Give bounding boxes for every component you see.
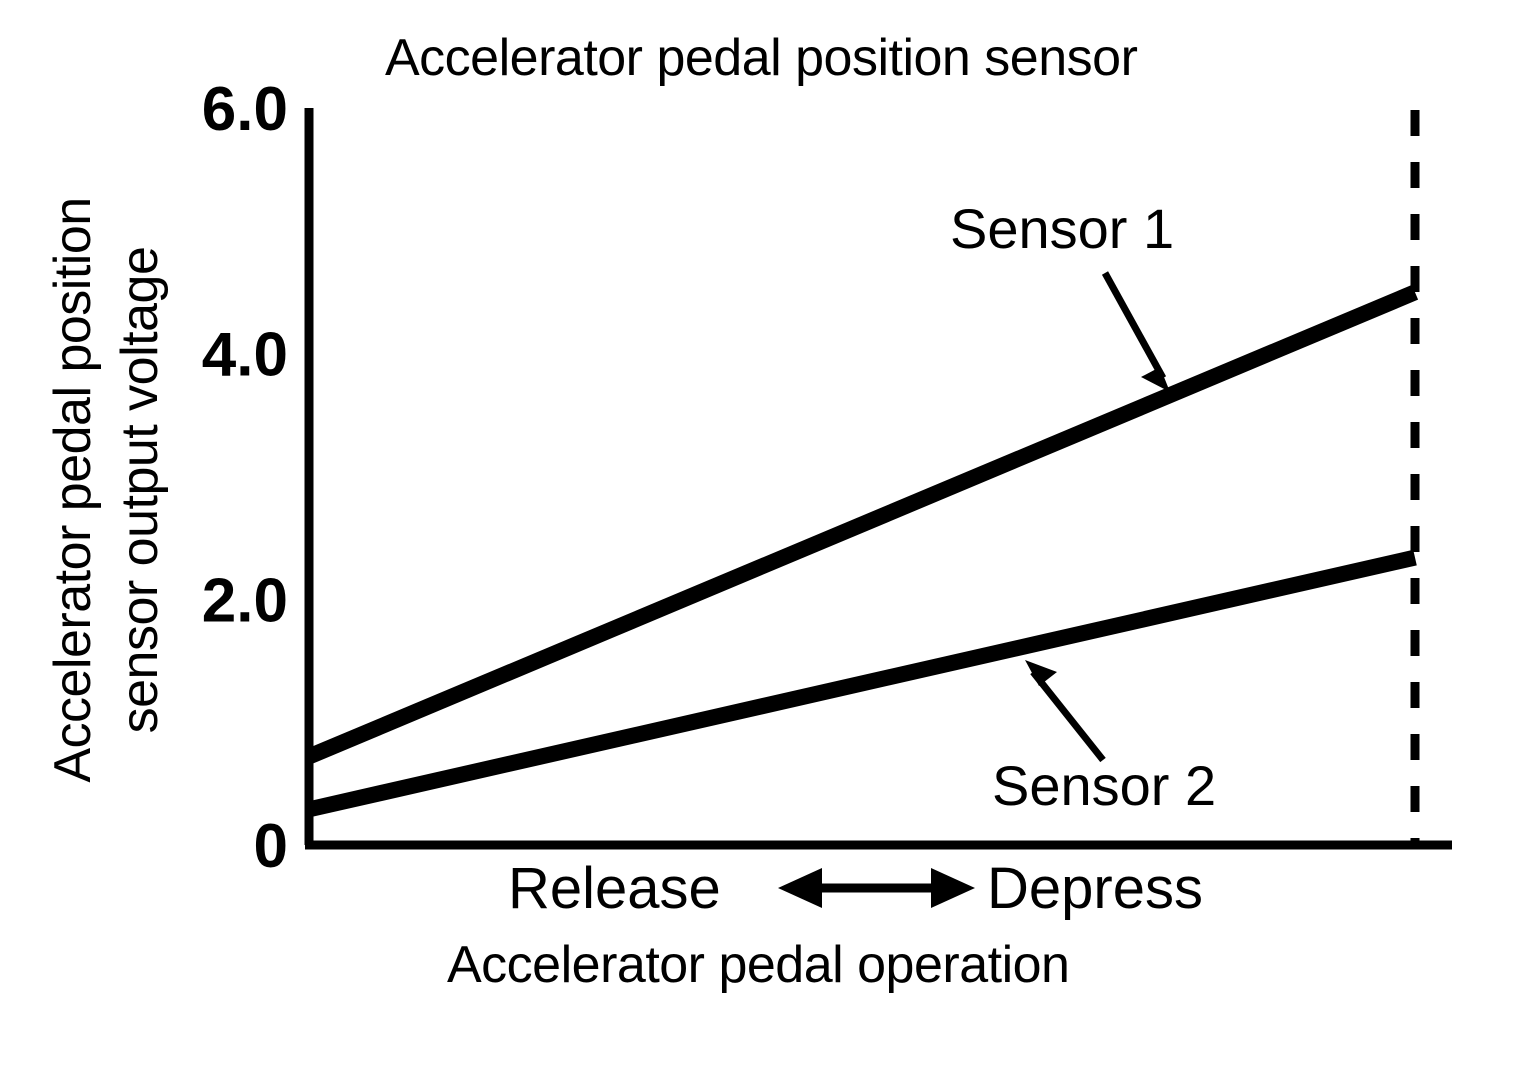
series-line-sensor-1 bbox=[305, 284, 1419, 764]
callout-arrowhead-sensor-1 bbox=[1141, 367, 1170, 392]
series-line-sensor-2 bbox=[307, 549, 1417, 818]
callout-line-sensor-2 bbox=[1030, 669, 1106, 763]
callout-arrowhead-sensor-2 bbox=[1025, 660, 1057, 686]
x-axis-depress-label: Depress bbox=[987, 856, 1203, 921]
x-axis-label: Accelerator pedal operation bbox=[447, 936, 1069, 994]
y-axis-label-line2: sensor output voltage bbox=[111, 247, 169, 734]
callout-line-sensor-1 bbox=[1101, 271, 1167, 380]
y-tick-label-4: 4.0 bbox=[202, 321, 288, 390]
x-axis-release-label: Release bbox=[508, 856, 721, 921]
series-label-sensor-1: Sensor 1 bbox=[950, 197, 1174, 260]
chart-title: Accelerator pedal position sensor bbox=[385, 29, 1138, 87]
y-tick-label-0: 0 bbox=[254, 812, 288, 881]
series-label-sensor-2: Sensor 2 bbox=[992, 754, 1216, 817]
y-axis-label-line1: Accelerator pedal position bbox=[44, 197, 102, 782]
y-tick-label-6: 6.0 bbox=[202, 75, 288, 144]
release-depress-double-arrow-icon bbox=[778, 868, 975, 908]
y-tick-label-2: 2.0 bbox=[202, 566, 288, 635]
